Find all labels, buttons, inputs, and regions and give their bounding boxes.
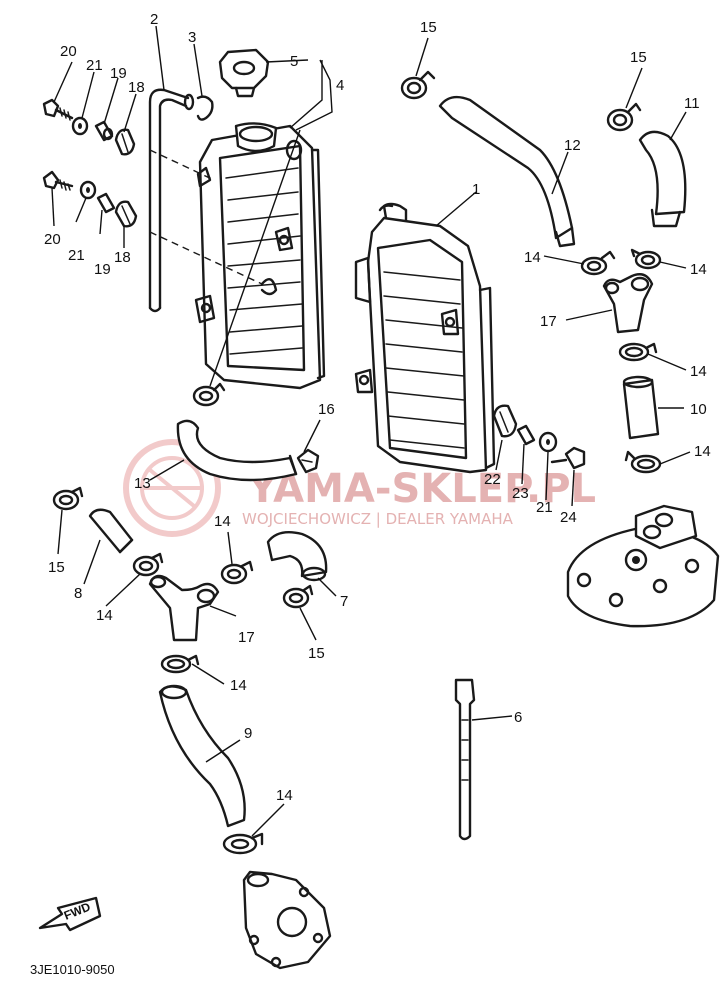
leader-lines	[51, 25, 691, 837]
callout-18-lower: 18	[114, 249, 131, 266]
callout-1: 1	[472, 181, 480, 198]
callout-14-e: 14	[96, 607, 113, 624]
hose-clamp-15-left	[192, 382, 226, 407]
water-pump-cover	[242, 870, 332, 970]
callout-14-d: 14	[694, 443, 711, 460]
callout-14-g: 14	[230, 677, 247, 694]
bleed-screw	[296, 448, 320, 474]
hose-clamp-14-d	[624, 450, 662, 474]
callout-10: 10	[690, 401, 707, 418]
mount-bolt-lower	[42, 170, 74, 191]
watermark-tagline: WOJCIECHOWICZ | DEALER YAMAHA	[242, 510, 514, 528]
hose-clamp-14-f	[220, 560, 254, 585]
left-radiator	[194, 122, 326, 390]
lower-radiator-hose-13	[176, 419, 298, 482]
callout-14-h: 14	[276, 787, 293, 804]
hose-clamp-15-upper-right	[606, 102, 642, 132]
upper-radiator-hose	[438, 95, 576, 248]
watermark-logo	[123, 439, 221, 537]
hose-joint-right	[602, 273, 654, 334]
watermark: YAMA-SKLEP.PL WOJCIECHOWICZ | DEALER YAM…	[123, 439, 596, 537]
watermark-brand: YAMA-SKLEP.PL	[247, 466, 596, 512]
hose-clamp-15-lower	[282, 584, 314, 609]
grommet-lower	[114, 200, 138, 228]
callout-13: 13	[134, 475, 151, 492]
collar-lower	[96, 192, 116, 214]
callout-21-upper: 21	[86, 57, 103, 74]
callout-2: 2	[150, 11, 158, 28]
callout-7: 7	[340, 593, 348, 610]
grommet-upper	[114, 128, 136, 156]
callout-14-b: 14	[690, 261, 707, 278]
callout-14-a: 14	[524, 249, 541, 266]
callout-21-right: 21	[536, 499, 553, 516]
collar-right	[516, 424, 536, 446]
callout-15-top: 15	[420, 19, 437, 36]
grommet-right	[492, 404, 518, 438]
washer-right	[538, 431, 558, 453]
hose-clamp-14-b	[630, 248, 662, 270]
lower-hose-9	[158, 684, 246, 828]
hose-clamp-15-lower-left	[52, 486, 84, 511]
diagram-code: 3JE1010-9050	[30, 962, 115, 977]
hose-clip	[196, 95, 214, 121]
callout-5: 5	[290, 53, 298, 70]
callout-14-c: 14	[690, 363, 707, 380]
callout-17-right: 17	[540, 313, 557, 330]
callout-15-right: 15	[630, 49, 647, 66]
callout-18-upper: 18	[128, 79, 145, 96]
hose-clamp-15-upper-left	[400, 70, 436, 100]
hose-sleeve-8	[88, 508, 134, 554]
callout-17-lower: 17	[238, 629, 255, 646]
hose-clamp-14-e	[132, 552, 164, 577]
hose-clamp-14-a	[580, 250, 616, 276]
hose-clamp-14-g	[160, 654, 200, 674]
callout-4: 4	[336, 77, 344, 94]
elbow-hose-7	[266, 531, 328, 582]
callout-22: 22	[484, 471, 501, 488]
callout-20-upper: 20	[60, 43, 77, 60]
callout-23: 23	[512, 485, 529, 502]
callout-14-f: 14	[214, 513, 231, 530]
hose-clamp-14-c	[618, 342, 658, 362]
coolant-pipe	[622, 375, 660, 440]
callout-15-left: 15	[48, 559, 65, 576]
callout-19-upper: 19	[110, 65, 127, 82]
cable-tie	[454, 678, 476, 841]
callout-20-lower: 20	[44, 231, 61, 248]
callout-12: 12	[564, 137, 581, 154]
callout-16: 16	[318, 401, 335, 418]
washer-lower	[79, 180, 97, 200]
callout-15-lower: 15	[308, 645, 325, 662]
callout-8: 8	[74, 585, 82, 602]
collar-upper	[94, 120, 114, 142]
hose-clamp-14-h	[222, 832, 264, 855]
callout-21-lower: 21	[68, 247, 85, 264]
callout-19-lower: 19	[94, 261, 111, 278]
cylinder-head	[566, 504, 720, 628]
short-radiator-hose	[638, 130, 687, 228]
callout-24: 24	[560, 509, 577, 526]
hose-joint-lower	[148, 574, 220, 642]
callout-11: 11	[684, 95, 700, 112]
radiator-cap	[218, 48, 270, 98]
washer-upper	[71, 116, 89, 136]
callouts: 2 3 5 4 20 21 19 18 20 21 19 18 15 1 12 …	[44, 11, 711, 804]
fwd-arrow-icon: FWD	[38, 896, 102, 932]
callout-6: 6	[514, 709, 522, 726]
callout-3: 3	[188, 29, 196, 46]
right-radiator	[354, 202, 496, 474]
breather-hose	[148, 88, 195, 313]
callout-9: 9	[244, 725, 252, 742]
mount-bolt-right	[550, 446, 586, 470]
mount-bolt-upper	[42, 98, 74, 121]
